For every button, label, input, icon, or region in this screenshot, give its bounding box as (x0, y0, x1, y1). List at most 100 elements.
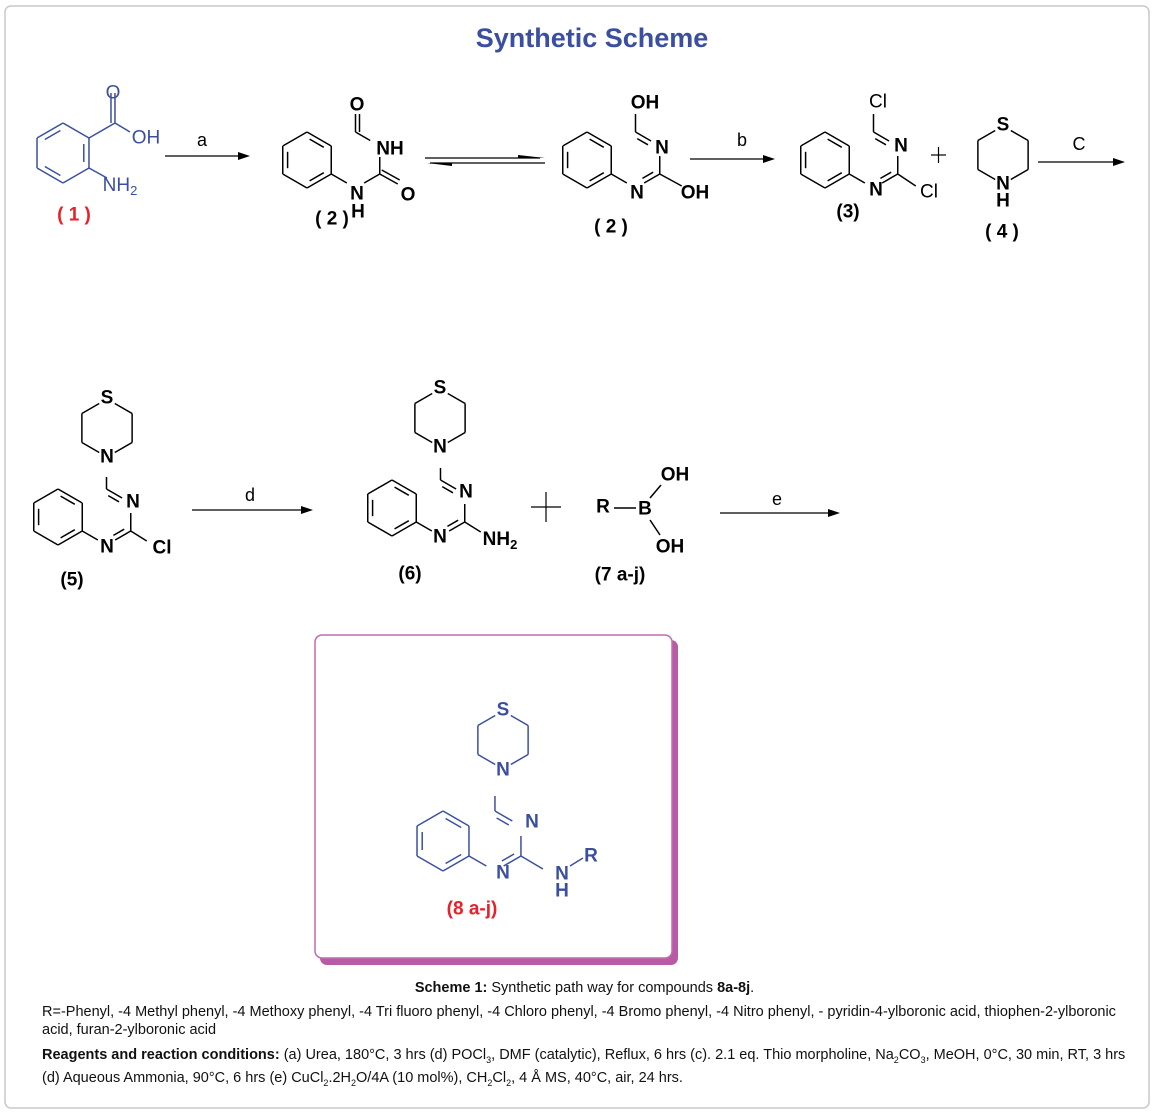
c4-sulfur: S (997, 115, 1010, 136)
thiomorpholine-bond (447, 392, 466, 405)
thiomorpholine-bond (977, 129, 996, 142)
ring-bond (306, 173, 332, 189)
reagents-text: CO (898, 1047, 921, 1063)
c2a-oxygen-top: O (350, 95, 365, 116)
c7-hydroxyl-bottom: OH (656, 537, 685, 558)
reagents-text: Cl (492, 1069, 507, 1086)
subscript: 2 (487, 1077, 493, 1088)
aromatic-double-bond (60, 529, 76, 539)
compound-5-label: (5) (60, 570, 83, 591)
aromatic-double-bond (445, 853, 462, 865)
c3-chlorine-top: Cl (869, 92, 887, 113)
ring-double-bond (874, 137, 887, 146)
c2a-nitrogen: N (350, 184, 364, 205)
ring-bond (635, 131, 652, 142)
c7-boron: B (638, 499, 652, 520)
aromatic-double-bond (44, 165, 61, 177)
ring-bond (586, 131, 612, 147)
c2b-hydroxyl-right: OH (681, 183, 710, 204)
c8-amine-nitrogen: N (555, 864, 569, 885)
thiomorpholine-bond (81, 402, 100, 415)
ring-bond (416, 855, 444, 872)
c8-amine-hydrogen: H (555, 881, 569, 902)
aromatic-double-bond (445, 817, 462, 829)
ring-bond (881, 173, 899, 184)
c3-nitrogen-1: N (869, 180, 883, 201)
c6-nitrogen-3: N (459, 482, 473, 503)
ring-bond (36, 167, 64, 184)
thiomorpholine-bond (510, 753, 529, 766)
condition-b: b (737, 130, 747, 150)
c2b-nitrogen-3: N (655, 138, 669, 159)
c3-chlorine-right: Cl (920, 182, 938, 203)
ring-bond (391, 479, 417, 495)
ring-bond (610, 173, 628, 184)
aromatic-double-bond (394, 520, 410, 530)
reagents-text: (a) Urea, 180°C, 3 hrs (d) POCl (279, 1047, 487, 1063)
subscript: 3 (920, 1054, 926, 1065)
ring-bond (586, 173, 612, 189)
compound-1-label: ( 1 ) (57, 205, 91, 226)
condition-c: C (1073, 134, 1086, 154)
ring-double-bond (501, 853, 515, 862)
compound-2-label: ( 2 ) (315, 209, 349, 230)
caption-end: . (750, 980, 755, 996)
bond (464, 521, 482, 533)
c4-hydrogen: H (996, 191, 1010, 212)
c1-amine: NH2 (103, 175, 138, 198)
subscript: 2 (323, 1077, 329, 1088)
ring-bond (355, 131, 371, 142)
r-group-list: R=-Phenyl, -4 Methyl phenyl, -4 Methoxy … (42, 1004, 1116, 1038)
c7-hydroxyl-top: OH (661, 465, 690, 486)
ring-bond (114, 530, 132, 541)
ring-bond (367, 521, 393, 537)
bond (381, 169, 401, 181)
thiomorpholine-bond (477, 753, 496, 766)
ring-bond (415, 521, 433, 532)
ring-bond (57, 488, 83, 504)
product-box (314, 634, 673, 959)
thiomorpholine-bond (1010, 129, 1029, 142)
compound-6-label: (6) (398, 564, 421, 585)
c8-sulfur: S (497, 700, 510, 721)
c7-r-group: R (596, 497, 610, 518)
ring-bond (848, 173, 866, 184)
compound-8-label: (8 a-j) (447, 899, 498, 920)
ring-bond (282, 173, 308, 189)
ring-bond (442, 855, 470, 872)
b-oh-bond (649, 519, 661, 536)
caption-compounds: 8a-8j (717, 980, 751, 996)
scheme-caption: Scheme 1: Synthetic path way for compoun… (42, 979, 1127, 997)
aromatic-double-bond (309, 172, 325, 182)
amine-bond (88, 167, 108, 179)
ring-bond (36, 122, 64, 139)
c6-nitrogen-1: N (433, 527, 447, 548)
ring-double-bond (496, 817, 510, 826)
ring-bond (367, 479, 393, 495)
thiomorpholine-bond (1010, 168, 1029, 181)
ring-bond (824, 173, 850, 189)
bond (659, 173, 683, 187)
ring-bond (62, 122, 90, 139)
caption-text: Synthetic path way for compounds (487, 980, 718, 996)
compound-2b-label: ( 2 ) (594, 217, 628, 238)
subscript: 3 (486, 1054, 492, 1065)
c1-hydroxyl: OH (132, 128, 161, 149)
thiomorpholine-bond (977, 168, 996, 181)
ring-bond (800, 131, 826, 147)
plus-signs (531, 147, 946, 522)
ring-bond (33, 488, 59, 504)
aromatic-double-bond (589, 172, 605, 182)
ring-bond (562, 131, 588, 147)
reagents-text: , 4 Å MS, 40°C, air, 24 hrs. (511, 1069, 683, 1086)
ring-bond (363, 173, 381, 184)
bond (897, 173, 917, 187)
reagents-text: , MeOH, 0°C, 30 min, RT, 3 hrs (d) Aqueo… (42, 1047, 1126, 1086)
ring-bond (643, 173, 661, 184)
ring-double-bond (441, 485, 454, 494)
ring-bond (440, 479, 457, 490)
ring-bond (62, 167, 90, 184)
carboxyl-bond (88, 122, 116, 139)
ring-bond (800, 173, 826, 189)
